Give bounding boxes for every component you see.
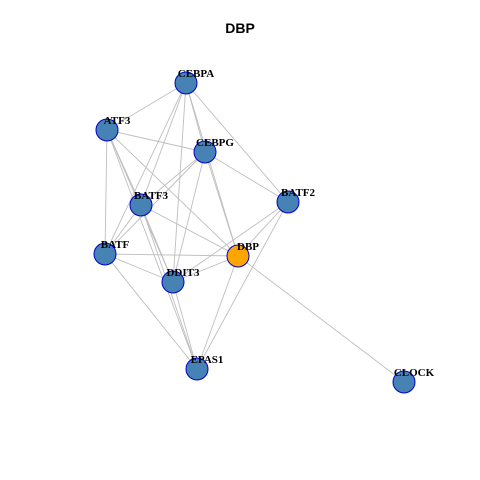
edge-cebpa-batf — [104, 82, 187, 255]
edge-batf-dbp — [104, 253, 239, 257]
node-cebpa[interactable] — [174, 71, 198, 95]
node-cebpg[interactable] — [193, 140, 217, 164]
edge-batf3-ddit3 — [140, 204, 174, 283]
edge-cebpa-atf3 — [106, 82, 187, 131]
edge-batf2-dbp — [237, 201, 289, 257]
edge-ddit3-epas1 — [172, 281, 198, 370]
node-label-batf2: BATF2 — [281, 187, 316, 199]
edge-batf-epas1 — [104, 253, 198, 370]
node-label-cebpg: CEBPG — [196, 137, 234, 149]
edge-atf3-epas1 — [106, 129, 198, 370]
edge-atf3-dbp — [106, 129, 239, 257]
edge-batf2-epas1 — [196, 201, 289, 370]
node-batf2[interactable] — [276, 190, 300, 214]
edge-cebpg-batf — [104, 151, 206, 255]
node-label-batf3: BATF3 — [134, 190, 169, 202]
node-dbp[interactable] — [226, 244, 250, 268]
edge-cebpg-ddit3 — [172, 151, 206, 283]
edge-cebpa-dbp — [185, 82, 239, 257]
edge-batf-ddit3 — [104, 253, 174, 283]
edge-cebpg-batf2 — [204, 151, 289, 203]
node-batf[interactable] — [93, 242, 117, 266]
node-atf3[interactable] — [95, 118, 119, 142]
node-label-epas1: EPAS1 — [191, 354, 224, 366]
node-ddit3[interactable] — [161, 270, 185, 294]
node-clock[interactable] — [392, 370, 416, 394]
node-batf3[interactable] — [129, 193, 153, 217]
edge-dbp-clock — [237, 255, 405, 383]
edge-dbp-ddit3 — [172, 255, 239, 283]
node-label-atf3: ATF3 — [104, 115, 131, 127]
node-label-batf: BATF — [101, 239, 130, 251]
edge-cebpg-batf3 — [140, 151, 206, 206]
diagram-title: DBP — [225, 20, 255, 36]
node-label-dbp: DBP — [237, 241, 259, 253]
edges-layer — [104, 82, 405, 383]
node-epas1[interactable] — [185, 357, 209, 381]
edge-cebpg-dbp — [204, 151, 239, 257]
node-label-clock: CLOCK — [394, 367, 435, 379]
edge-cebpa-batf3 — [140, 82, 187, 206]
edge-cebpa-batf2 — [185, 82, 289, 203]
node-label-cebpa: CEBPA — [178, 68, 215, 80]
edge-atf3-batf — [104, 129, 108, 255]
edge-dbp-epas1 — [196, 255, 239, 370]
edge-cebpa-ddit3 — [172, 82, 187, 283]
edge-atf3-cebpg — [106, 129, 206, 153]
node-label-ddit3: DDIT3 — [166, 267, 200, 279]
nodes-layer — [93, 71, 416, 394]
edge-batf2-ddit3 — [172, 201, 289, 283]
